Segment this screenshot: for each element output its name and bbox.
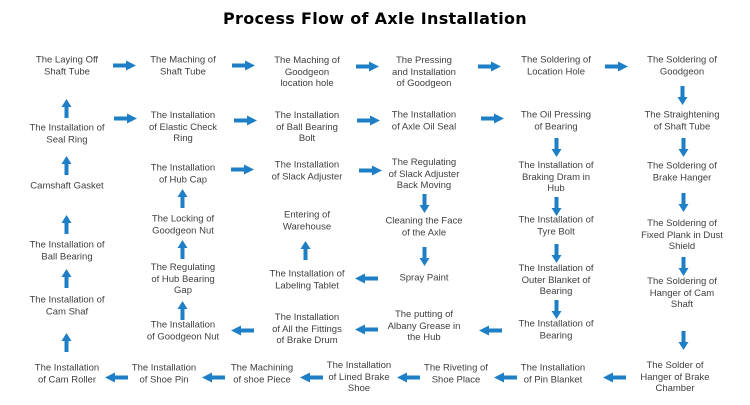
flow-node-10: The Installation of Axle Oil Seal xyxy=(391,109,457,133)
arrow-down-icon xyxy=(419,193,429,213)
flow-node-40: The Installation of Pin Blanket xyxy=(520,362,586,386)
arrow-down-icon xyxy=(551,299,561,319)
arrow-up-icon xyxy=(61,98,71,118)
flow-node-7: The Installation of Seal Ring xyxy=(29,122,105,146)
page-title: Process Flow of Axle Installation xyxy=(223,9,527,28)
arrow-left-icon xyxy=(602,372,626,382)
arrow-down-icon xyxy=(678,256,688,276)
arrow-down-icon xyxy=(419,246,429,266)
arrow-left-icon xyxy=(230,325,254,335)
arrow-right-icon xyxy=(355,61,379,71)
flow-node-17: The Installation of Braking Dram in Hub xyxy=(518,159,594,194)
arrow-down-icon xyxy=(678,137,688,157)
arrow-up-icon xyxy=(61,268,71,288)
flow-node-30: The Soldering of Hanger of Cam Shaft xyxy=(647,275,717,310)
flow-node-3: The Maching of Goodgeon location hole xyxy=(274,54,340,89)
arrow-down-icon xyxy=(677,85,687,105)
flow-node-24: The Soldering of Fixed Plank in Dust Shi… xyxy=(641,217,723,252)
arrow-left-icon xyxy=(354,324,378,334)
flow-node-2: The Maching of Shaft Tube xyxy=(150,54,216,78)
flow-node-1: The Laying Off Shaft Tube xyxy=(35,54,99,78)
flow-node-15: The Installation of Slack Adjuster xyxy=(271,159,343,183)
arrow-right-icon xyxy=(231,60,255,70)
flow-node-29: The Installation of Outer Blanket of Bea… xyxy=(518,262,594,297)
flow-node-27: The Installation of Labeling Tablet xyxy=(269,268,345,292)
flow-node-8: The Installation of Elastic Check Ring xyxy=(148,109,218,144)
arrow-right-icon xyxy=(477,61,501,71)
flow-node-19: The Installation of Ball Bearing xyxy=(29,239,105,263)
flow-node-38: The Installation of Lined Brake Shoe xyxy=(326,359,392,394)
flow-node-9: The Installation of Ball Bearing Bolt xyxy=(274,109,340,144)
flow-node-11: The Oil Pressing of Bearing xyxy=(520,109,592,133)
flow-node-5: The Soldering of Location Hole xyxy=(521,54,591,78)
flow-node-6: The Soldering of Goodgeon xyxy=(647,54,717,78)
flow-node-41: The Solder of Hanger of Brake Chamber xyxy=(640,359,710,394)
arrow-left-icon xyxy=(104,372,128,382)
flow-node-32: The Installation of All the Fittings of … xyxy=(272,311,342,346)
flow-node-23: The Installation of Tyre Bolt xyxy=(518,214,594,238)
arrow-right-icon xyxy=(113,113,137,123)
arrow-right-icon xyxy=(358,165,382,175)
flow-node-12: The Straightening of Shaft Tube xyxy=(644,109,720,133)
flow-node-31: The Installation of Goodgeon Nut xyxy=(146,319,220,343)
arrow-left-icon xyxy=(354,273,378,283)
flow-node-21: Entering of Warehouse xyxy=(282,209,332,233)
arrow-right-icon xyxy=(356,115,380,125)
arrow-left-icon xyxy=(493,372,517,382)
arrow-up-icon xyxy=(300,240,310,260)
arrow-left-icon xyxy=(478,325,502,335)
arrow-up-icon xyxy=(177,239,187,259)
arrow-right-icon xyxy=(112,60,136,70)
arrow-up-icon xyxy=(61,214,71,234)
flow-node-4: The Pressing and Installation of Goodgeo… xyxy=(392,54,456,89)
arrow-left-icon xyxy=(396,372,420,382)
arrow-right-icon xyxy=(480,113,504,123)
arrow-left-icon xyxy=(299,372,323,382)
flow-node-16: The Regulating of Slack Adjuster Back Mo… xyxy=(388,156,460,191)
arrow-down-icon xyxy=(551,196,561,216)
arrow-right-icon xyxy=(233,115,257,125)
flow-node-26: The Regulating of Hub Bearing Gap xyxy=(150,261,216,296)
flow-node-14: The Installation of Hub Cap xyxy=(150,162,216,186)
flow-node-34: The Installation of Bearing xyxy=(518,318,594,342)
arrow-up-icon xyxy=(61,155,71,175)
flow-node-13: Camshaft Gasket xyxy=(30,180,104,192)
arrow-down-icon xyxy=(551,243,561,263)
flow-node-20: The Locking of Goodgeon Nut xyxy=(151,213,215,237)
arrow-up-icon xyxy=(177,300,187,320)
flow-node-33: The putting of Albany Grease in the Hub xyxy=(387,308,461,343)
arrow-up-icon xyxy=(177,188,187,208)
arrow-left-icon xyxy=(201,372,225,382)
flow-node-18: The Soldering of Brake Hanger xyxy=(647,160,717,184)
arrow-down-icon xyxy=(551,137,561,157)
flow-node-39: The Riveting of Shoe Place xyxy=(424,362,488,386)
arrow-right-icon xyxy=(604,61,628,71)
flow-node-28: Spray Paint xyxy=(399,272,449,284)
arrow-up-icon xyxy=(61,332,71,352)
arrow-down-icon xyxy=(678,192,688,212)
flow-node-25: The Installation of Cam Shaf xyxy=(29,294,105,318)
flow-node-35: The Installation of Cam Roller xyxy=(34,362,100,386)
flow-node-36: The Installation of Shoe Pin xyxy=(131,362,197,386)
arrow-right-icon xyxy=(230,164,254,174)
arrow-down-icon xyxy=(678,330,688,350)
flow-node-22: Cleaning the Face of the Axle xyxy=(385,215,463,239)
flow-node-37: The Machining of shoe Piece xyxy=(230,362,294,386)
